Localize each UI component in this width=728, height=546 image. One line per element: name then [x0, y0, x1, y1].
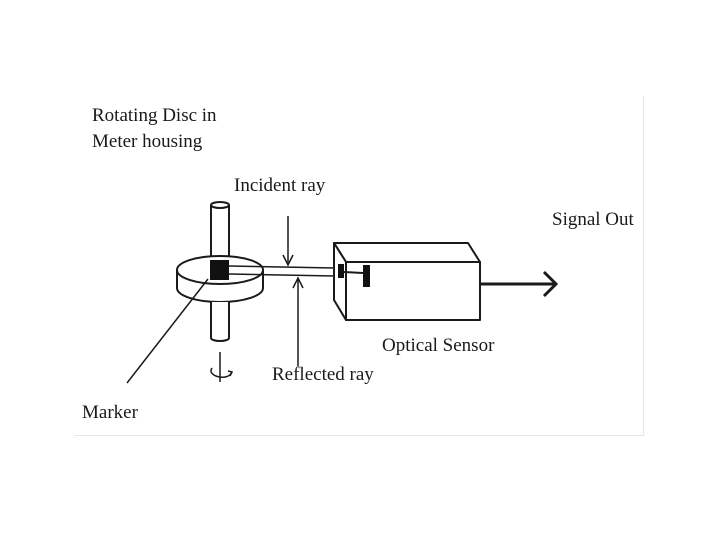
label-signal-out: Signal Out — [552, 209, 635, 230]
shaft-top — [210, 201, 230, 266]
diagram-panel — [74, 96, 644, 436]
incident-ray-arrow — [282, 216, 294, 267]
marker-pointer-line — [126, 278, 209, 384]
shaft-bottom — [210, 302, 230, 342]
signal-arrow-icon — [480, 270, 559, 298]
label-marker: Marker — [82, 402, 139, 423]
marker-block — [210, 260, 229, 280]
label-reflected-ray: Reflected ray — [272, 364, 374, 385]
rotation-arrow-icon — [210, 352, 234, 382]
optical-sensor-box — [333, 242, 481, 321]
reflected-ray-arrow — [292, 276, 304, 366]
label-rotating-disc-line2: Meter housing — [92, 131, 203, 152]
label-rotating-disc-line1: Rotating Disc in — [92, 105, 217, 126]
light-beams — [228, 265, 336, 277]
label-incident-ray: Incident ray — [234, 175, 326, 196]
label-optical-sensor: Optical Sensor — [382, 335, 495, 356]
